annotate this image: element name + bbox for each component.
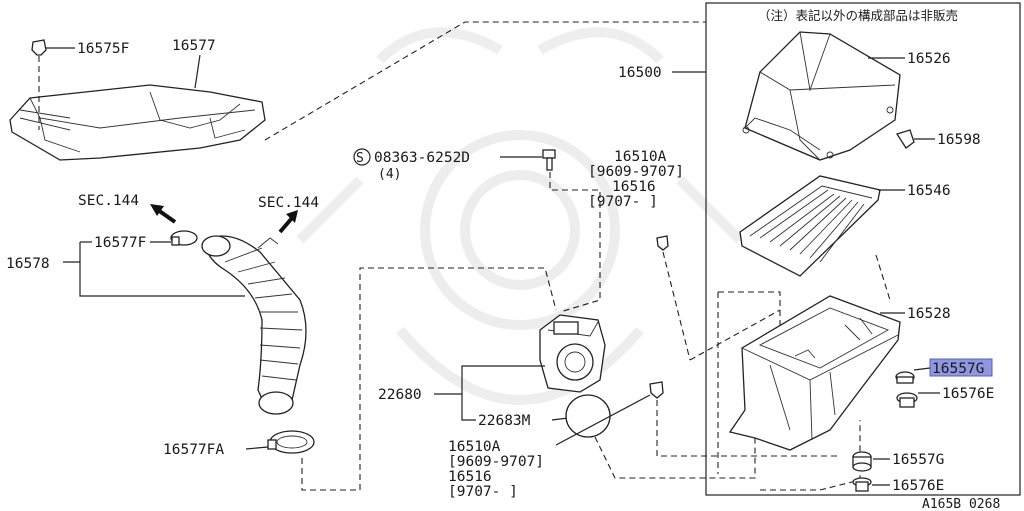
- label-16578: 16578: [6, 256, 50, 272]
- clamp-16577F: [170, 230, 198, 246]
- leader-16557G-hl: [913, 367, 931, 371]
- label-range-top-a: [9609-9707]: [588, 164, 684, 180]
- highlight-box[interactable]: [929, 358, 993, 377]
- label-16575F: 16575F: [77, 41, 129, 57]
- dash-link-clip-top: [689, 309, 781, 361]
- s-mark-icon: S: [353, 148, 371, 166]
- leader-22683M: [551, 417, 569, 421]
- dash-link-duct: [264, 21, 706, 141]
- label-16577FA: 16577FA: [163, 442, 224, 458]
- label-16546: 16546: [907, 183, 951, 199]
- gasket-22683M: [565, 394, 611, 438]
- leader-16577FA: [245, 446, 269, 450]
- label-16510A-top: 16510A: [614, 149, 667, 165]
- dash-link-filter: [875, 254, 891, 301]
- dash-link-bolt: [549, 172, 601, 313]
- label-16577: 16577: [172, 38, 216, 54]
- label-16526: 16526: [907, 51, 951, 67]
- dash-link-case: [717, 291, 781, 474]
- clip-16575F: [31, 39, 75, 130]
- air-cleaner-cover-16526: [742, 31, 901, 161]
- label-16576E-b: 16576E: [892, 478, 944, 494]
- label-bolt-qty: (4): [378, 167, 401, 182]
- arrow-left-icon: [150, 204, 177, 224]
- grommet-16576E-b: [852, 477, 872, 492]
- label-bolt-code: 08363-6252D: [374, 150, 470, 166]
- air-cleaner-case-16528: [728, 295, 901, 451]
- clamp-16577FA: [267, 430, 315, 454]
- label-range-bot-b: [9707- ]: [448, 484, 518, 500]
- intake-hose-16578: [201, 235, 307, 415]
- bolt-icon: [542, 149, 556, 171]
- clip-16598: [895, 129, 915, 149]
- leader-16578: [63, 261, 245, 297]
- clip-icon-top: [656, 235, 691, 361]
- svg-text:S: S: [356, 151, 364, 166]
- inlet-duct-16577: [9, 84, 266, 161]
- dash-link-grommet: [760, 420, 861, 491]
- label-16500: 16500: [618, 65, 662, 81]
- clip-icon-bottom: [649, 381, 840, 457]
- grommet-16557G-b: [852, 451, 872, 472]
- label-16557G-b: 16557G: [892, 452, 944, 468]
- label-16577F: 16577F: [94, 235, 146, 251]
- label-range-top-b: [9707- ]: [588, 194, 658, 210]
- air-flow-meter-22680: [539, 314, 606, 393]
- ref-code: A165B 0268: [922, 497, 1000, 511]
- label-sec144-left: SEC.144: [78, 193, 139, 209]
- label-16557G-highlight[interactable]: 16557G: [932, 361, 984, 377]
- dash-link-hose: [301, 267, 557, 491]
- assembly-frame: [705, 2, 1021, 496]
- label-16516-top: 16516: [612, 179, 656, 195]
- label-16598: 16598: [937, 132, 981, 148]
- label-range-bot-a: [9609-9707]: [448, 454, 544, 470]
- label-16576E-a: 16576E: [942, 386, 994, 402]
- arrow-right-icon: [278, 210, 298, 234]
- grommet-16576E-a: [896, 392, 918, 408]
- label-16528: 16528: [907, 306, 951, 322]
- filter-element-16546: [739, 175, 881, 277]
- label-16510A-bot: 16510A: [448, 439, 501, 455]
- grommet-16557G-a: [895, 371, 915, 384]
- dash-link-gasket: [594, 418, 756, 479]
- leader-22680-b: [461, 394, 476, 421]
- watermark-emblem: [296, 27, 744, 405]
- leader-16510A-bot: [555, 394, 651, 446]
- leader-16577: [194, 54, 201, 89]
- label-22683M: 22683M: [478, 413, 531, 429]
- label-sec144-right: SEC.144: [258, 195, 319, 211]
- note-text: （注）表記以外の構成部品は非販売: [758, 8, 958, 23]
- label-22680: 22680: [378, 387, 422, 403]
- label-16516-bot: 16516: [448, 469, 492, 485]
- leader-22680-a: [434, 365, 545, 395]
